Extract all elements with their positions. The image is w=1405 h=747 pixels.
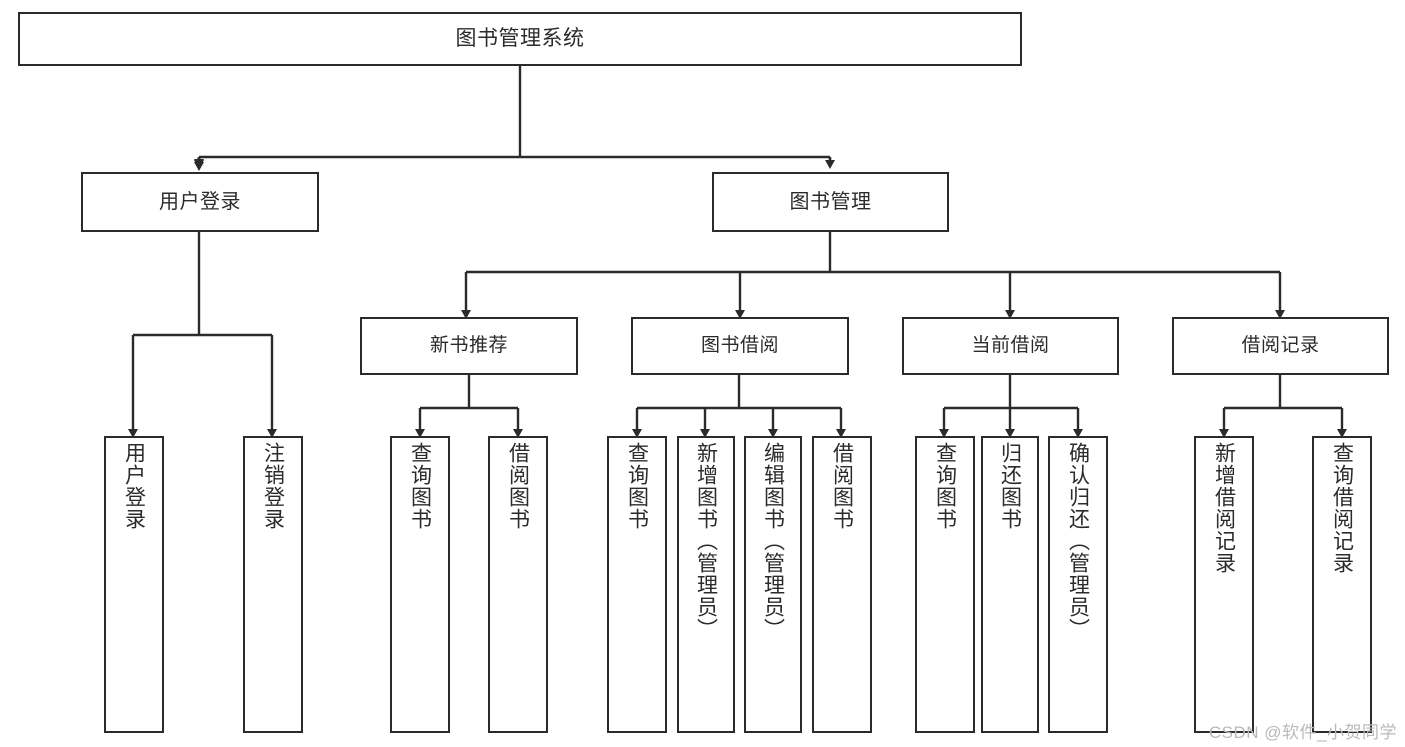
node-label: 归还图书 [998,442,1022,530]
node-label: 查询借阅记录 [1330,442,1354,574]
node-label: 借阅图书 [830,442,854,530]
node-label: 图书管理系统 [455,27,585,51]
leaf-add-borrow-record[interactable]: 新增借阅记录 [1194,436,1254,733]
node-root-system[interactable]: 图书管理系统 [18,12,1022,66]
node-label: 新书推荐 [429,335,508,357]
node-label: 借阅记录 [1241,335,1320,357]
node-user-login[interactable]: 用户登录 [81,172,319,232]
leaf-query-book-current[interactable]: 查询图书 [915,436,975,733]
node-label: 用户登录 [122,442,146,530]
leaf-return-book[interactable]: 归还图书 [981,436,1039,733]
leaf-add-book-admin[interactable]: 新增图书（管理员） [677,436,735,733]
node-label: 图书借阅 [700,335,779,357]
node-borrow-record[interactable]: 借阅记录 [1172,317,1389,375]
csdn-watermark: CSDN @软件_小贺同学 [1208,723,1397,742]
node-new-book-recommend[interactable]: 新书推荐 [360,317,578,375]
leaf-confirm-return-admin[interactable]: 确认归还（管理员） [1048,436,1108,733]
leaf-logout[interactable]: 注销登录 [243,436,303,733]
leaf-borrow-book[interactable]: 借阅图书 [812,436,872,733]
node-label: 注销登录 [261,442,285,530]
node-label: 新增借阅记录 [1212,442,1236,574]
leaf-borrow-book-recommend[interactable]: 借阅图书 [488,436,548,733]
node-label: 借阅图书 [506,442,530,530]
node-label: 新增图书（管理员） [694,442,718,640]
node-label: 用户登录 [159,190,241,213]
node-label: 当前借阅 [971,335,1050,357]
node-label: 查询图书 [408,442,432,530]
node-label: 查询图书 [933,442,957,530]
node-book-borrow[interactable]: 图书借阅 [631,317,849,375]
leaf-query-borrow-record[interactable]: 查询借阅记录 [1312,436,1372,733]
node-current-borrow[interactable]: 当前借阅 [902,317,1119,375]
node-book-management[interactable]: 图书管理 [712,172,949,232]
node-label: 图书管理 [789,190,872,213]
leaf-query-book-borrow[interactable]: 查询图书 [607,436,667,733]
leaf-user-login[interactable]: 用户登录 [104,436,164,733]
node-label: 编辑图书（管理员） [761,442,785,640]
node-label: 确认归还（管理员） [1066,442,1090,640]
leaf-edit-book-admin[interactable]: 编辑图书（管理员） [744,436,802,733]
node-label: 查询图书 [625,442,649,530]
leaf-query-book-recommend[interactable]: 查询图书 [390,436,450,733]
